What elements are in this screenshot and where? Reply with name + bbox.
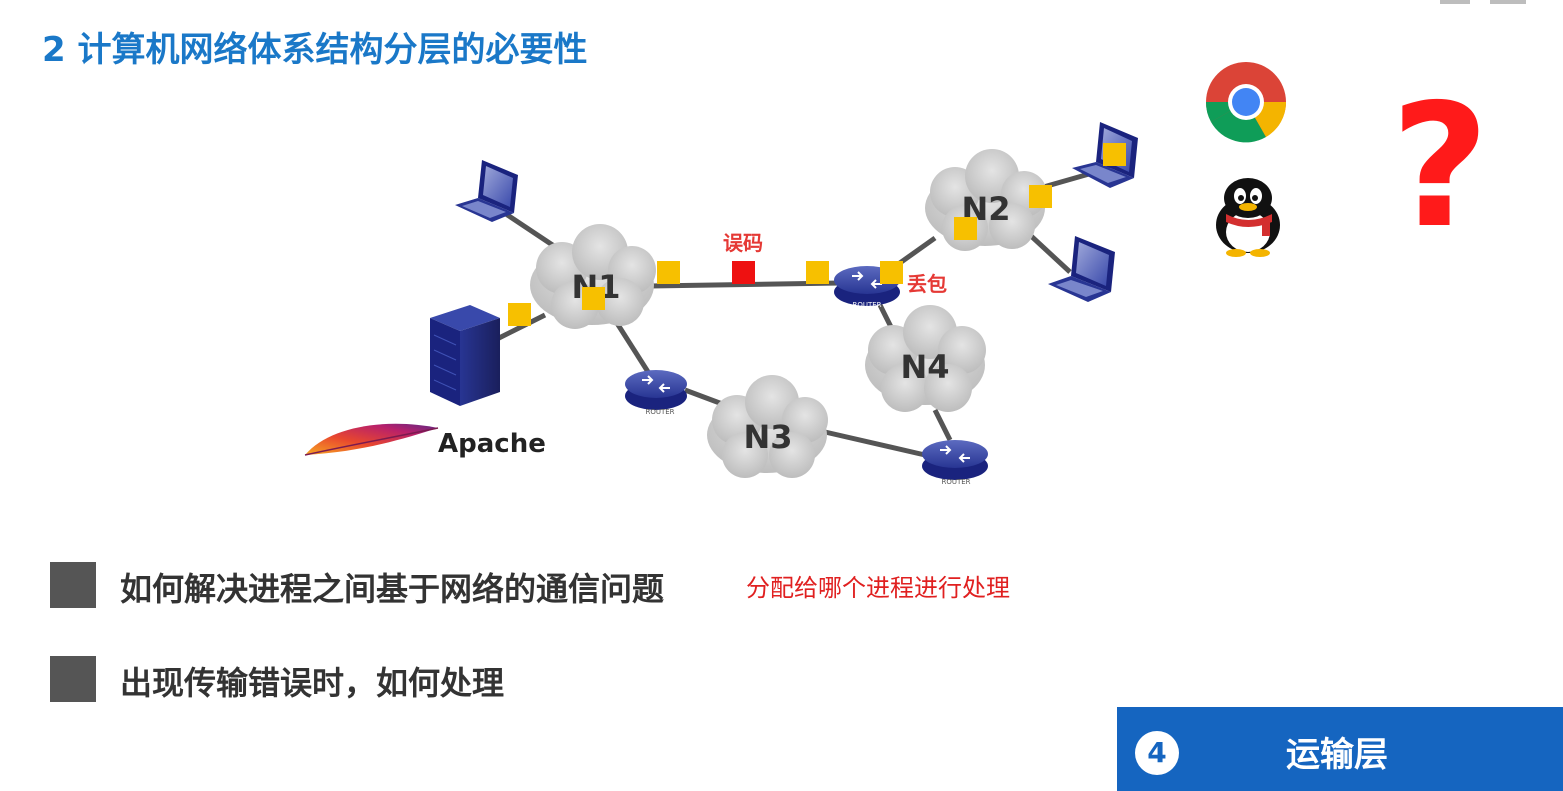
router-3: ROUTER bbox=[922, 440, 988, 486]
cloud-n1 bbox=[530, 224, 656, 329]
network-links bbox=[493, 165, 1111, 458]
link-n2-laptop3 bbox=[1028, 233, 1072, 274]
link-router2-n3 bbox=[684, 387, 726, 408]
link-n3-router3 bbox=[824, 429, 926, 458]
link-n4-router3 bbox=[932, 408, 953, 442]
layer-banner bbox=[1117, 707, 1563, 791]
packet bbox=[1029, 185, 1052, 208]
packets bbox=[508, 143, 1126, 326]
cloud-n2 bbox=[925, 149, 1047, 251]
packet bbox=[806, 261, 829, 284]
packet bbox=[954, 217, 977, 240]
apache-feather-icon bbox=[304, 423, 439, 456]
label-n4: N4 bbox=[900, 348, 949, 386]
laptop-1-icon bbox=[455, 160, 518, 222]
qq-penguin-icon bbox=[1216, 178, 1280, 257]
cloud-n4 bbox=[865, 305, 986, 412]
chrome-icon bbox=[1205, 62, 1287, 143]
router-1-label: ROUTER bbox=[852, 301, 881, 309]
corner-mark bbox=[1440, 0, 1470, 4]
layer-number-badge: 4 bbox=[1135, 731, 1179, 775]
error-packet bbox=[732, 261, 755, 284]
link-laptop1-n1 bbox=[498, 207, 562, 253]
router-2: ROUTER bbox=[625, 370, 687, 416]
bullet-process-communication: 如何解决进程之间基于网络的通信问题 bbox=[120, 570, 665, 608]
page-title: 2 计算机网络体系结构分层的必要性 bbox=[42, 30, 588, 70]
laptop-3-icon bbox=[1048, 236, 1115, 302]
link-server-n1 bbox=[493, 312, 547, 343]
cloud-n3 bbox=[707, 375, 828, 478]
drop-annotation: 丢包 bbox=[907, 272, 947, 296]
question-mark-icon: ? bbox=[1391, 68, 1490, 266]
server-icon bbox=[430, 305, 500, 406]
packet bbox=[657, 261, 680, 284]
label-n3: N3 bbox=[743, 418, 792, 456]
layer-name: 运输层 bbox=[1286, 735, 1388, 775]
packet bbox=[1103, 143, 1126, 166]
corner-mark bbox=[1490, 0, 1526, 4]
packet bbox=[582, 287, 605, 310]
process-dispatch-note: 分配给哪个进程进行处理 bbox=[746, 574, 1010, 602]
error-annotation: 误码 bbox=[723, 231, 763, 255]
router-3-label: ROUTER bbox=[941, 478, 970, 486]
packet bbox=[880, 261, 903, 284]
apache-label: Apache bbox=[438, 429, 546, 459]
bullet-square bbox=[50, 656, 96, 702]
router-2-label: ROUTER bbox=[645, 408, 674, 416]
bullet-error-handling: 出现传输错误时，如何处理 bbox=[120, 664, 505, 702]
bullet-square bbox=[50, 562, 96, 608]
link-n1-router2 bbox=[612, 318, 653, 377]
packet bbox=[508, 303, 531, 326]
